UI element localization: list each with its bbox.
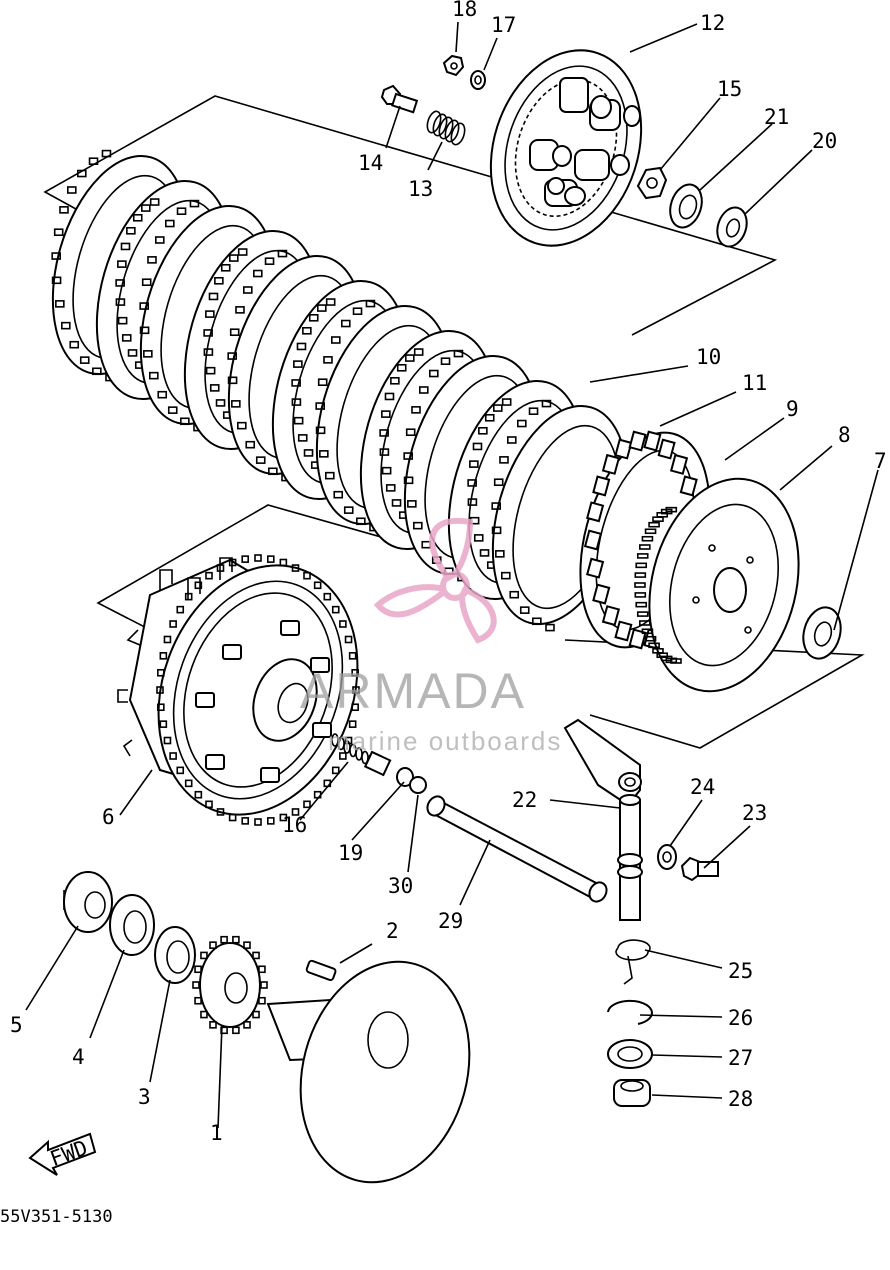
callout-28: 28 [728,1087,753,1111]
propeller-logo-icon [373,517,497,644]
push-rod-parts [331,733,608,903]
callout-21: 21 [764,105,789,129]
callout-29: 29 [438,909,463,933]
primary-drive-parts [63,871,471,1184]
callout-27: 27 [728,1046,753,1070]
callout-30: 30 [388,874,413,898]
callout-25: 25 [728,959,753,983]
leader-lines [25,21,879,1129]
top-hardware [380,54,748,248]
callout-6: 6 [102,805,115,829]
clutch-housing [117,554,360,826]
callout-labels: 18 17 12 14 13 15 21 20 10 11 9 8 7 6 16… [10,0,887,1145]
bolt-and-washer [657,844,719,882]
callout-8: 8 [838,423,851,447]
clutch-plate-stack [51,149,629,632]
callout-23: 23 [742,801,767,825]
clutch-boss [634,477,800,693]
callout-12: 12 [700,11,725,35]
callout-24: 24 [690,775,715,799]
lever-small-parts [607,939,653,1107]
callout-16: 16 [282,813,307,837]
callout-5: 5 [10,1013,23,1037]
callout-9: 9 [786,397,799,421]
callout-15: 15 [717,77,742,101]
callout-17: 17 [491,13,516,37]
lock-washer [802,606,842,660]
callout-3: 3 [138,1085,151,1109]
callout-22: 22 [512,788,537,812]
watermark-brand: ARMADA [300,663,526,719]
callout-10: 10 [696,345,721,369]
callout-4: 4 [72,1045,85,1069]
watermark-tagline: marine outboards [328,726,562,756]
callout-19: 19 [338,841,363,865]
callout-13: 13 [408,177,433,201]
watermark: ARMADA marine outboards [300,517,562,756]
callout-20: 20 [812,129,837,153]
callout-1: 1 [210,1121,223,1145]
callout-11: 11 [742,371,767,395]
fwd-label: FWD [47,1136,91,1172]
callout-26: 26 [728,1006,753,1030]
callout-7: 7 [874,449,887,473]
callout-14: 14 [358,151,383,175]
push-lever-shaft [563,718,643,921]
drawing-code: 55V351-5130 [0,1207,113,1227]
pressure-plate [489,49,643,247]
forward-arrow: FWD [28,1132,97,1176]
callout-18: 18 [452,0,477,21]
callout-2: 2 [386,919,399,943]
